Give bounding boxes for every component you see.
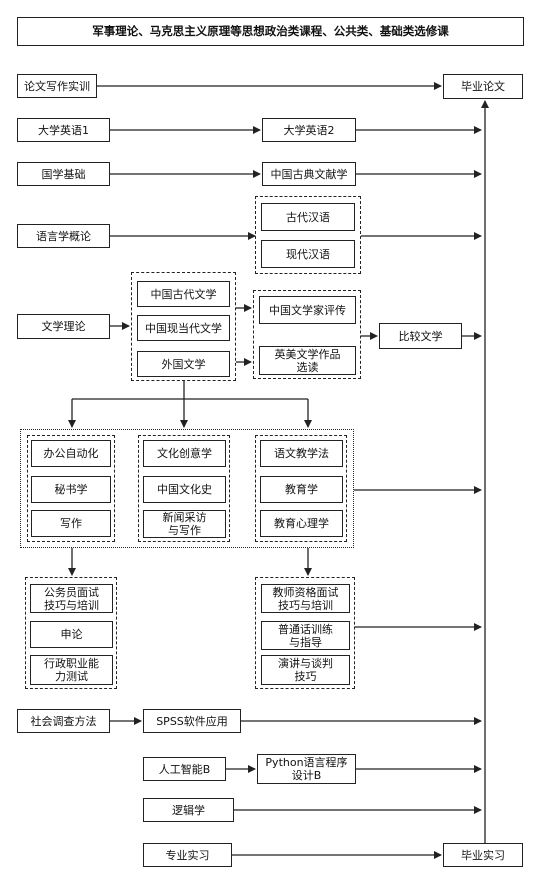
course-grad-internship: 毕业实习 xyxy=(443,843,523,867)
civil-group xyxy=(25,577,117,689)
course-news: 新闻采访与写作 xyxy=(143,510,226,538)
course-office: 办公自动化 xyxy=(31,440,111,467)
careers-group xyxy=(20,429,354,548)
course-anglo-lit: 英美文学作品选读 xyxy=(259,346,356,375)
course-admin-test: 行政职业能力测试 xyxy=(30,655,113,685)
course-creative: 文化创意学 xyxy=(143,440,226,467)
critics-group xyxy=(253,290,361,379)
course-ancient-lit: 中国古代文学 xyxy=(137,281,230,307)
course-pedagogy: 教育学 xyxy=(260,476,343,503)
course-critics: 中国文学家评传 xyxy=(259,296,356,324)
course-culture-history: 中国文化史 xyxy=(143,476,226,503)
course-english2: 大学英语2 xyxy=(262,118,356,142)
course-graduation-thesis: 毕业论文 xyxy=(443,74,523,99)
course-spss: SPSS软件应用 xyxy=(143,709,241,733)
course-writing: 写作 xyxy=(31,510,111,537)
teaching-group xyxy=(255,435,347,542)
course-secretary: 秘书学 xyxy=(31,476,111,503)
course-internship: 专业实习 xyxy=(143,843,232,867)
course-mandarin: 普通话训练与指导 xyxy=(261,621,350,650)
course-ai: 人工智能B xyxy=(143,757,226,781)
header-title: 军事理论、马克思主义原理等思想政治类课程、公共类、基础类选修课 xyxy=(92,24,449,38)
course-classics: 中国古典文献学 xyxy=(262,162,356,186)
course-modern-lit: 中国现当代文学 xyxy=(137,315,230,341)
course-teacher-interview: 教师资格面试技巧与培训 xyxy=(261,584,350,613)
course-foreign-lit: 外国文学 xyxy=(137,351,230,377)
course-survey: 社会调查方法 xyxy=(17,709,110,733)
teacher-group xyxy=(255,577,355,689)
course-chinese-teaching: 语文教学法 xyxy=(260,440,343,467)
course-speech: 演讲与谈判技巧 xyxy=(261,655,350,685)
course-comparative: 比较文学 xyxy=(379,323,462,349)
course-logic: 逻辑学 xyxy=(143,798,234,822)
course-thesis-writing: 论文写作实训 xyxy=(17,74,97,98)
course-literary-theory: 文学理论 xyxy=(17,314,110,339)
course-civil-interview: 公务员面试技巧与培训 xyxy=(30,584,113,613)
course-python: Python语言程序设计B xyxy=(257,754,356,784)
culture-group xyxy=(138,435,230,542)
course-linguistics: 语言学概论 xyxy=(17,224,110,248)
hanyu-group xyxy=(255,196,361,274)
course-guoxue: 国学基础 xyxy=(17,162,110,186)
literature-group xyxy=(131,272,236,381)
course-shenlun: 申论 xyxy=(30,621,113,648)
course-ancient-chinese: 古代汉语 xyxy=(261,203,355,231)
course-edu-psych: 教育心理学 xyxy=(260,510,343,537)
header-box: 军事理论、马克思主义原理等思想政治类课程、公共类、基础类选修课 xyxy=(17,17,524,46)
course-modern-chinese: 现代汉语 xyxy=(261,240,355,268)
course-english1: 大学英语1 xyxy=(17,118,110,142)
office-group xyxy=(27,435,115,542)
